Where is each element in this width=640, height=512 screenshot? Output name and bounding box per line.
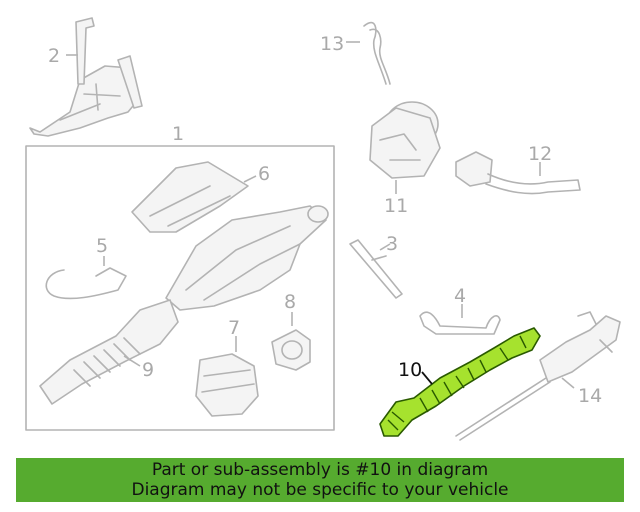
callout-7: 7 [228,317,240,339]
callout-1: 1 [172,123,184,145]
part-7-boot[interactable] [195,353,259,417]
part-13[interactable] [363,21,391,85]
callout-2: 2 [48,45,60,67]
part-12-switch[interactable] [455,151,581,195]
assembly-1-box [25,145,335,431]
callout-10: 10 [398,359,422,381]
parts-diagram: 2 13 11 12 1 6 5 [25,17,621,441]
part-10-shaft-highlighted[interactable] [379,327,541,437]
part-9-lower-shaft[interactable] [39,299,179,405]
part-11-housing[interactable] [369,101,441,179]
callout-4: 4 [454,285,466,307]
part-4-bracket[interactable] [419,311,501,335]
banner-line-1: Part or sub-assembly is #10 in diagram [151,460,489,480]
callout-12: 12 [528,143,552,165]
part-5-clip[interactable] [45,267,127,300]
part-14-shaft[interactable] [455,311,621,441]
banner-line-2: Diagram may not be specific to your vehi… [131,480,509,500]
callout-3: 3 [386,233,398,255]
part-2-bracket[interactable] [29,17,143,137]
part-8-ring[interactable] [271,329,311,371]
info-banner: Part or sub-assembly is #10 in diagram D… [16,458,624,502]
callout-14: 14 [578,385,602,407]
callout-13: 13 [320,33,344,55]
callout-8: 8 [284,291,296,313]
part-3-strap[interactable] [349,239,403,299]
callout-11: 11 [384,195,408,217]
part-6-bracket[interactable] [131,161,249,233]
callout-6: 6 [258,163,270,185]
callout-5: 5 [96,235,108,257]
column-body[interactable] [165,205,329,311]
callout-9: 9 [142,359,154,381]
